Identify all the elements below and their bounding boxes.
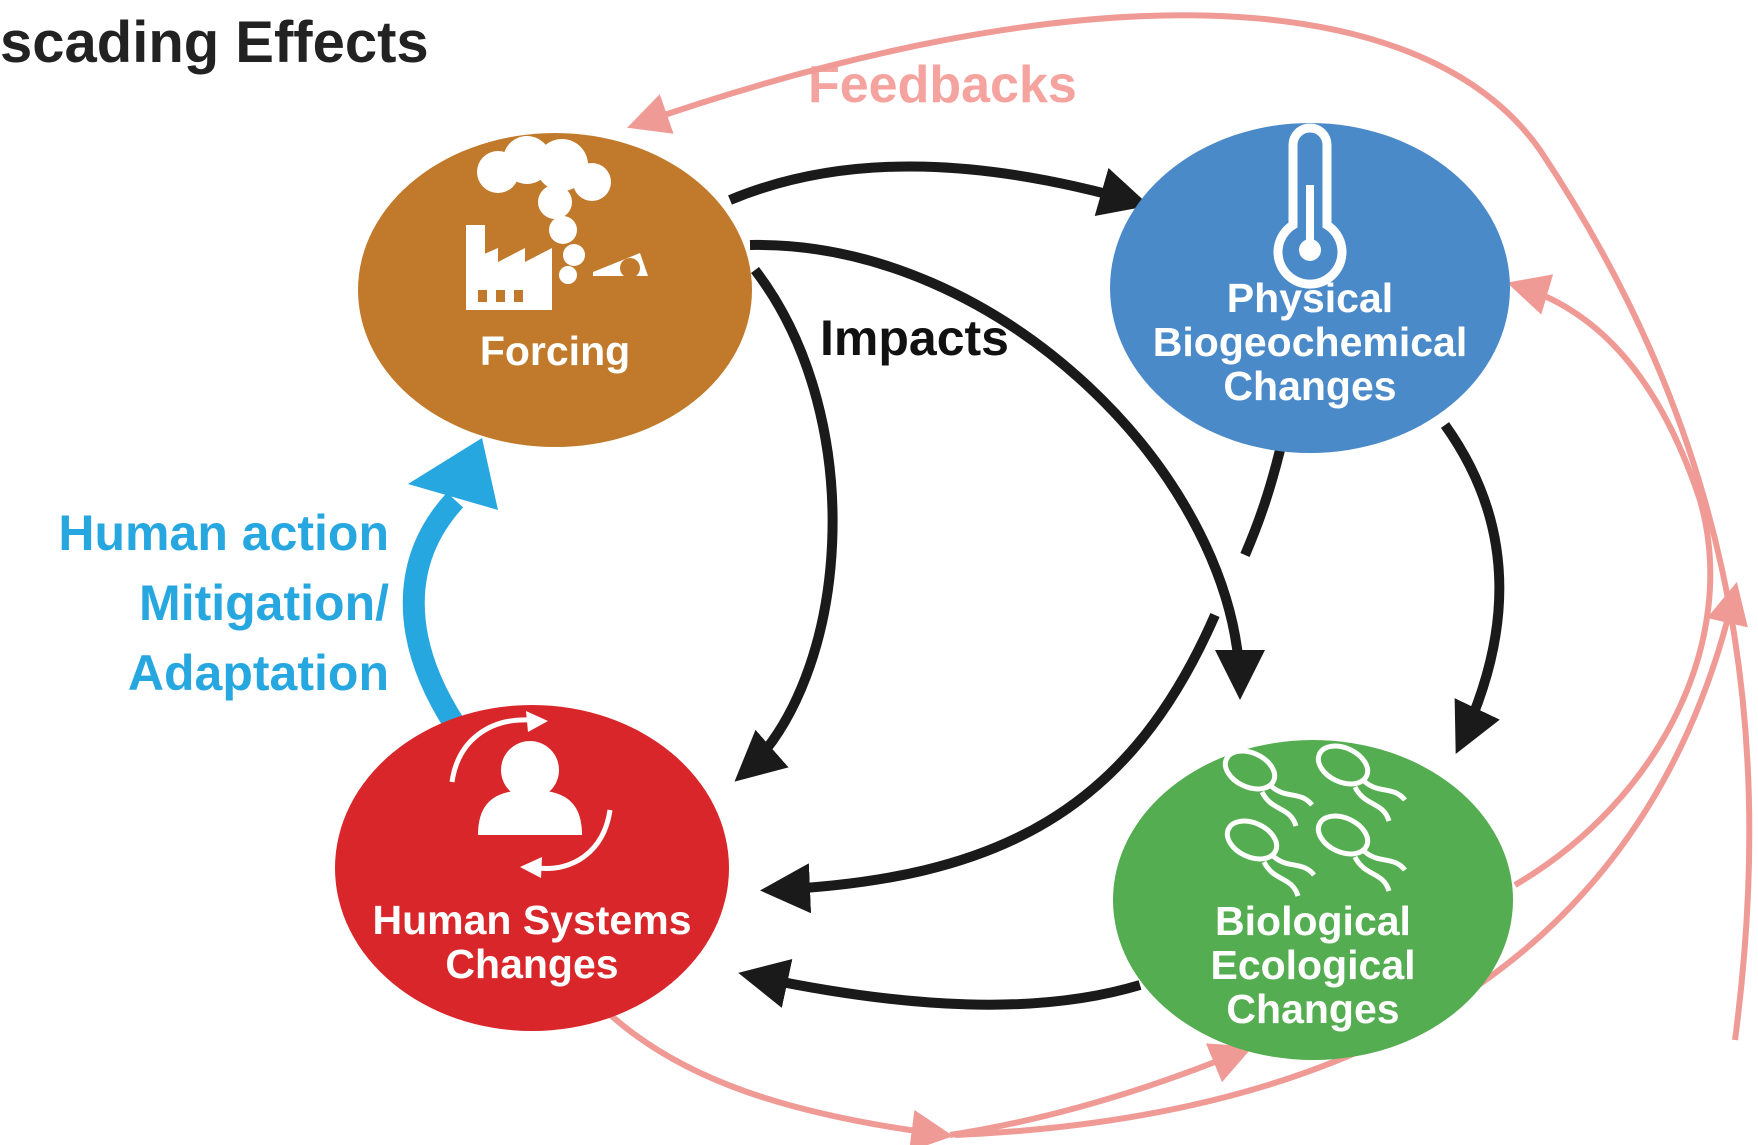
impact-arrow-bio-to-human: [738, 959, 1142, 1010]
feedback-arrows: [602, 12, 1753, 1145]
feedback-arrow-to-forcing: [627, 12, 1753, 1041]
node-human: Human Systems Changes: [335, 705, 729, 1031]
feedback-arrow-human-bottom: [602, 1007, 954, 1145]
factory-smoke-car-icon: [466, 136, 648, 310]
biological-label-line-2: Ecological: [1210, 942, 1415, 988]
human-action-arrow: [402, 438, 498, 731]
impact-arrow-forcing-to-human: [734, 266, 838, 782]
feedbacks-label: Feedbacks: [808, 56, 1077, 114]
human-action-label: Human action Mitigation/ Adaptation: [58, 505, 389, 701]
impact-arrow-physical-to-human-upper: [1240, 448, 1285, 557]
impact-arrows: [728, 161, 1505, 1010]
feedback-arrow-bio-to-physical: [1506, 274, 1714, 888]
person-cycle-icon: [449, 711, 613, 878]
impact-arrow-physical-to-bio: [1440, 422, 1505, 755]
physical-label-line-2: Biogeochemical: [1153, 319, 1467, 365]
human-action-line-3: Adaptation: [128, 645, 389, 701]
node-biological: Biological Ecological Changes: [1113, 740, 1513, 1060]
human-label-line-2: Changes: [445, 941, 618, 987]
feedback-arrow-bottom-to-bio: [949, 1043, 1253, 1138]
physical-label-line-1: Physical: [1227, 275, 1393, 321]
impact-arrow-forcing-to-bio: [749, 239, 1265, 700]
forcing-label: Forcing: [480, 328, 630, 374]
physical-label-line-3: Changes: [1223, 363, 1396, 409]
human-action-line-2: Mitigation/: [139, 575, 389, 631]
human-label-line-1: Human Systems: [372, 897, 691, 943]
human-action-line-1: Human action: [58, 505, 389, 561]
microbes-icon: [1222, 743, 1407, 897]
biological-label-line-1: Biological: [1215, 898, 1411, 944]
impacts-label: Impacts: [820, 310, 1009, 366]
impact-arrow-physical-to-human-lower: [760, 613, 1220, 914]
diagram-title: scading Effects: [0, 10, 429, 75]
thermometer-icon: [1273, 123, 1347, 289]
biological-label-line-3: Changes: [1226, 986, 1399, 1032]
impact-arrow-forcing-to-physical: [728, 161, 1150, 217]
node-physical: Physical Biogeochemical Changes: [1110, 123, 1510, 453]
node-forcing: Forcing: [358, 133, 752, 447]
